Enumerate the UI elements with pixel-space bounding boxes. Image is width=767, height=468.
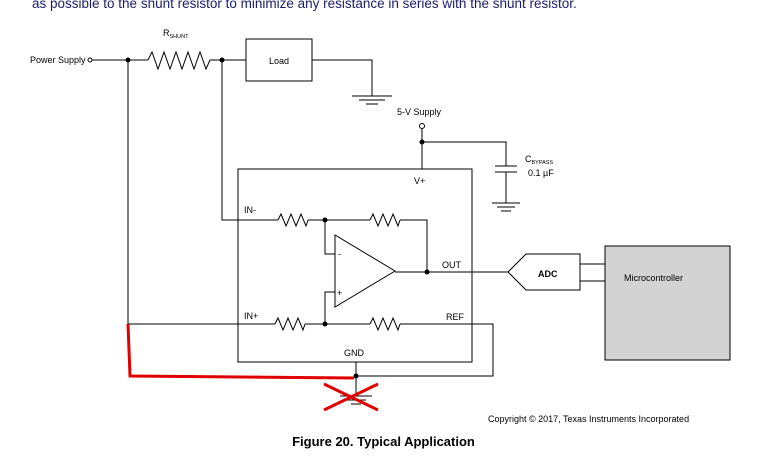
cbypass-label: CBYPASS [525,154,553,166]
ref-external-wire [356,323,494,377]
out-label: OUT [442,260,462,270]
intro-text-fragment: as possible to the shunt resistor to min… [32,0,577,11]
junction-dot [125,57,131,63]
rshunt-label: RSHUNT [163,28,189,40]
vplus-label: V+ [414,176,425,186]
feedback-resistor [369,212,401,228]
adc-block [507,253,581,291]
opamp-triangle [334,234,396,308]
power-supply-label: Power Supply [30,55,86,65]
in-minus-input-wire [221,60,278,221]
junction-dot [353,373,359,379]
shunt-resistor [147,50,211,71]
microcontroller-label: Microcontroller [624,273,683,283]
feedback-wire [400,219,428,272]
in-plus-label: IN+ [244,311,258,321]
figure-caption: Figure 20. Typical Application [292,434,475,449]
ref-label: REF [446,312,465,322]
red-annotation-wire [126,323,355,380]
cbypass-value-label: 0.1 µF [528,168,554,178]
opamp-plus-wire [324,291,335,324]
adc-label: ADC [538,269,558,279]
in-plus-resistor [274,316,306,332]
junction-dot [419,139,425,145]
in-minus-label: IN- [244,205,256,215]
opamp-minus-wire [324,220,335,255]
junction-dot [322,217,328,223]
copyright-text: Copyright © 2017, Texas Instruments Inco… [488,414,690,424]
junction-dot [322,321,328,327]
microcontroller-box [604,245,731,361]
gnd-label: GND [344,348,365,358]
load-label: Load [269,56,289,66]
power-supply-terminal [87,57,93,63]
bypass-cap-wire [422,141,507,166]
ref-resistor [369,316,401,332]
opamp-minus-label: - [338,249,341,259]
supply-5v-label: 5-V Supply [397,107,442,117]
opamp-plus-label: + [337,288,342,298]
junction-dot [424,269,430,275]
in-minus-resistor [277,212,309,228]
junction-dot [219,57,225,63]
red-cross-stroke-2 [323,382,379,412]
supply-5v-terminal [419,123,425,129]
load-ground-wire [312,59,373,96]
amplifier-ic-body [237,168,473,363]
